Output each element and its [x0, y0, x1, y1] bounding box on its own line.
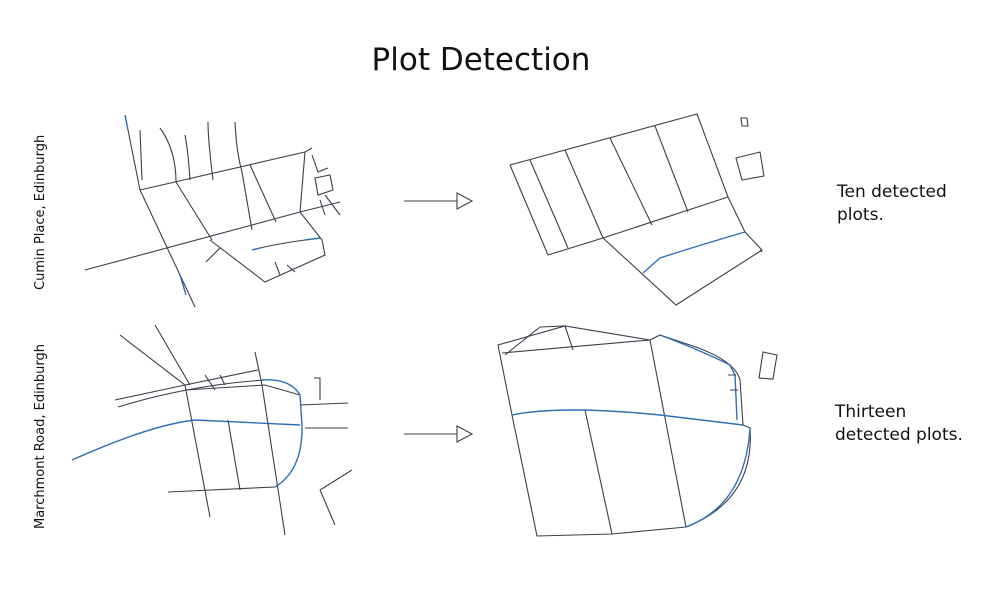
- cumin-input-network: [84, 114, 341, 308]
- arrow-right-icon: [404, 192, 474, 210]
- result-caption-marchmont: Thirteen detected plots.: [835, 401, 963, 447]
- result-caption-line: plots.: [837, 205, 884, 225]
- result-caption-line: Thirteen: [835, 402, 907, 422]
- page-title: Plot Detection: [371, 42, 591, 78]
- cumin-detected-plots: [509, 113, 765, 306]
- result-caption-line: detected plots.: [835, 425, 963, 445]
- arrow-right-icon: [404, 425, 474, 443]
- result-caption-line: Ten detected: [837, 182, 947, 202]
- result-caption-cumin: Ten detected plots.: [837, 181, 947, 227]
- marchmont-detected-plots: [497, 325, 778, 537]
- marchmont-input-network: [71, 324, 353, 536]
